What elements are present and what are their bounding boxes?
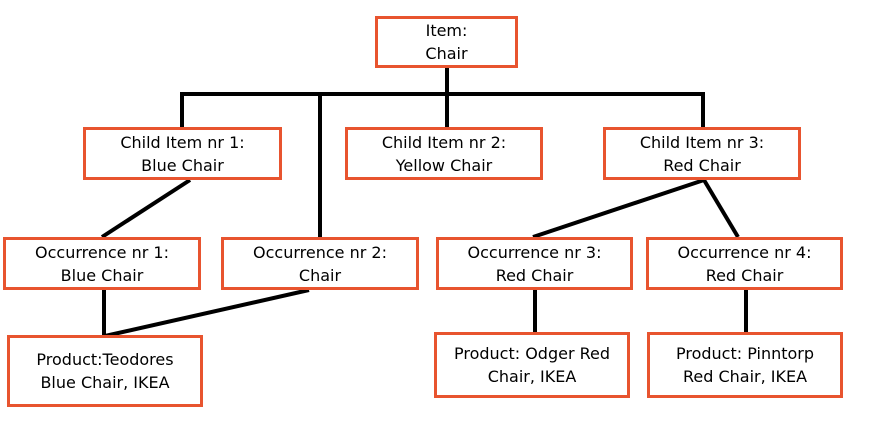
node-label-line1: Occurrence nr 3: [467, 242, 602, 262]
diagram-node-child-item-1: Child Item nr 1: Blue Chair [83, 127, 282, 180]
node-label-line1: Product: Odger Red [453, 344, 611, 363]
diagram-node-product-teodores: Product:Teodores Blue Chair, IKEA [7, 335, 203, 407]
node-label-line2: Chair [298, 265, 342, 285]
diagram-node-occurrence-4: Occurrence nr 4: Red Chair [646, 237, 843, 290]
diagram-node-item: Item: Chair [375, 16, 518, 68]
node-label-line1: Child Item nr 3: [639, 132, 765, 152]
diagram-node-product-odger: Product: Odger Red Chair, IKEA [434, 332, 630, 398]
node-label-line1: Occurrence nr 1: [35, 242, 169, 262]
node-label-line1: Child Item nr 2: [381, 132, 507, 152]
node-label-line2: Yellow Chair [395, 155, 493, 175]
node-label-line2: Blue Chair [141, 155, 224, 175]
node-label-line2: Red Chair [495, 265, 574, 285]
diagram-node-product-pinntorp: Product: Pinntorp Red Chair, IKEA [647, 332, 843, 398]
diagram-node-occurrence-3: Occurrence nr 3: Red Chair [436, 237, 633, 290]
node-label-line2: Red Chair, IKEA [682, 367, 808, 386]
node-label-line2: Blue Chair [60, 265, 144, 285]
node-label-line1: Product:Teodores [36, 350, 174, 369]
diagram-node-occurrence-1: Occurrence nr 1: Blue Chair [3, 237, 201, 290]
node-label-line2: Red Chair [663, 155, 741, 175]
node-label-line2: Blue Chair, IKEA [40, 373, 170, 392]
node-label-line2: Chair, IKEA [487, 367, 577, 386]
diagram-node-occurrence-2: Occurrence nr 2: Chair [221, 237, 419, 290]
node-label-line1: Item: [425, 21, 468, 40]
node-label-line1: Product: Pinntorp [675, 344, 815, 363]
node-label-line1: Occurrence nr 4: [677, 242, 812, 262]
node-label-line1: Occurrence nr 2: [253, 242, 387, 262]
diagram-node-child-item-2: Child Item nr 2: Yellow Chair [345, 127, 543, 180]
node-label-line2: Chair [425, 44, 468, 63]
node-label-line1: Child Item nr 1: [120, 132, 245, 152]
node-label-line2: Red Chair [705, 265, 784, 285]
diagram-node-child-item-3: Child Item nr 3: Red Chair [603, 127, 801, 180]
